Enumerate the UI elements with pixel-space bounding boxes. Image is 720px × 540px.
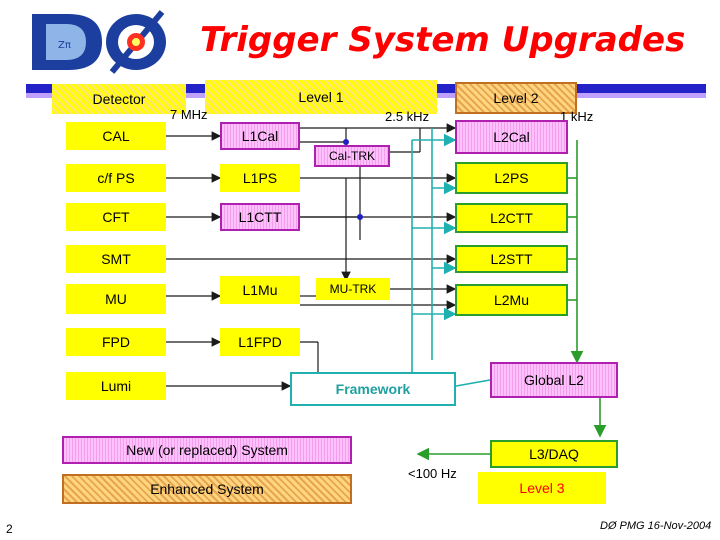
rate-l1-out: 2.5 kHz: [385, 109, 430, 124]
l3daq-box: L3/DAQ: [490, 440, 618, 468]
header-level2: Level 2: [455, 82, 577, 114]
legend-enhanced-system: Enhanced System: [62, 474, 352, 504]
page-number: 2: [6, 522, 13, 536]
detector-mu: MU: [66, 284, 166, 314]
l1mu-box: L1Mu: [220, 276, 300, 304]
l2ctt-box: L2CTT: [455, 203, 568, 233]
framework-box: Framework: [290, 372, 456, 406]
l1cal-box: L1Cal: [220, 122, 300, 150]
l1fpd-box: L1FPD: [220, 328, 300, 356]
legend-new-system: New (or replaced) System: [62, 436, 352, 464]
page-title: Trigger System Upgrades: [200, 20, 686, 60]
l2ps-box: L2PS: [455, 162, 568, 194]
mu-trk-box: MU-TRK: [316, 278, 390, 300]
d0-logo: Zπ DØ: [28, 8, 178, 76]
l1ps-box: L1PS: [220, 164, 300, 192]
l2mu-box: L2Mu: [455, 284, 568, 316]
level3-box: Level 3: [478, 472, 606, 504]
l1ctt-box: L1CTT: [220, 203, 300, 231]
meeting-label: DØ PMG 16-Nov-2004: [600, 520, 712, 532]
detector-cfps: c/f PS: [66, 164, 166, 192]
svg-text:Zπ: Zπ: [58, 40, 71, 51]
detector-smt: SMT: [66, 245, 166, 273]
header-level1: Level 1: [205, 80, 437, 114]
rate-l2-out: 1 kHz: [560, 109, 594, 124]
detector-fpd: FPD: [66, 328, 166, 356]
global-l2-box: Global L2: [490, 362, 618, 398]
rate-l1-in: 7 MHz: [170, 107, 208, 122]
l2cal-box: L2Cal: [455, 120, 568, 154]
detector-cal: CAL: [66, 122, 166, 150]
header-detector: Detector: [52, 84, 186, 114]
detector-lumi: Lumi: [66, 372, 166, 400]
rate-l3-out: <100 Hz: [408, 466, 457, 481]
cal-trk-box: Cal-TRK: [314, 145, 390, 167]
l2stt-box: L2STT: [455, 245, 568, 273]
detector-cft: CFT: [66, 203, 166, 231]
